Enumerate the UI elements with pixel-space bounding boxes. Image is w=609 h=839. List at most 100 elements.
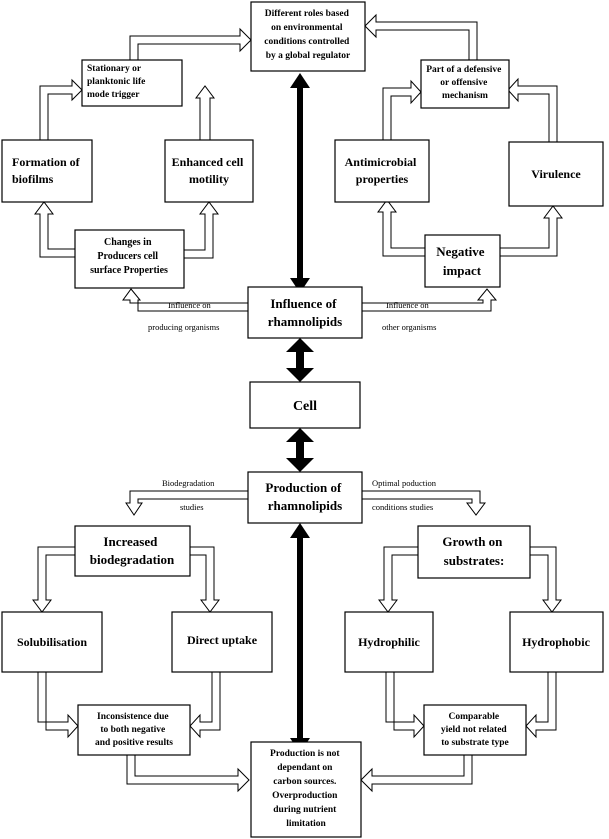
- box-notdependant-line-4: Overproduction: [272, 791, 338, 801]
- box-hydrophobic: Hydrophobic: [509, 611, 604, 673]
- svg-text:Part of a defensive or o: Part of a defensive or offensive mechani…: [426, 65, 504, 101]
- box-notdependant-line-2: dependant on: [277, 763, 333, 773]
- box-stationary: Stationary or planktonic life mode trigg…: [81, 59, 183, 107]
- arrow-increased-to-solubilisation: [32, 546, 76, 613]
- box-roles-line-1: Different roles based: [265, 9, 350, 19]
- annotation-conditions-studies: conditions studies: [372, 502, 433, 512]
- annotation-optimal-production: Optimal poduction: [372, 478, 437, 488]
- arrow-influence-to-negative: [361, 288, 498, 312]
- box-biofilms: Formation of biofilms: [1, 139, 93, 203]
- svg-text:Hydrophilic: Hydrophilic: [358, 635, 420, 649]
- annotation-other-organisms: other organisms: [382, 322, 436, 332]
- annotation-biodegradation: Biodegradation: [162, 478, 215, 488]
- box-negative-line-1: Negative: [436, 244, 485, 259]
- box-production-line-1: Production of: [265, 480, 342, 495]
- box-defensive-line-1: Part of a defensive: [426, 65, 501, 75]
- arrow-stationary-to-roles: [129, 27, 252, 61]
- box-increased: Increased biodegradation: [74, 525, 191, 577]
- box-negative-line-2: impact: [443, 263, 482, 278]
- box-roles-line-4: by a global regulator: [266, 51, 351, 61]
- arrow-changes-to-biofilms: [34, 201, 76, 258]
- box-direct-line-1: Direct uptake: [187, 633, 258, 647]
- box-changes-line-3: surface Properties: [90, 265, 168, 276]
- box-comparable-line-1: Comparable: [448, 712, 499, 722]
- svg-text:Antimicrobial properties: Antimicrobial properties: [345, 155, 420, 186]
- svg-text:Virulence: Virulence: [531, 167, 581, 181]
- arrow-virulence-to-defensive: [507, 77, 558, 143]
- black-double-arrow-influence-cell: [286, 338, 314, 382]
- box-motility: Enhanced cell motility: [164, 139, 254, 203]
- box-stationary-line-3: mode trigger: [87, 90, 140, 100]
- svg-text:Direct uptake: Direct uptake: [187, 633, 258, 647]
- arrow-influence-to-changes: [122, 288, 249, 312]
- annotation-influence-on-left: Influence on: [168, 300, 211, 310]
- box-stationary-line-1: Stationary or: [87, 64, 142, 74]
- box-production: Production of rhamnolipids: [247, 471, 363, 524]
- box-growth: Growth on substrates:: [417, 525, 531, 579]
- box-inconsistence-line-3: and positive results: [95, 738, 173, 748]
- svg-text:Comparable yield not rel: Comparable yield not related to substrat…: [441, 712, 509, 748]
- box-solubilisation: Solubilisation: [1, 611, 103, 673]
- svg-text:Growth on substrates:: Growth on substrates:: [442, 534, 505, 568]
- box-inconsistence-line-1: Inconsistence due: [97, 712, 169, 722]
- box-comparable-line-2: yield not related: [441, 725, 508, 735]
- box-defensive-line-3: mechanism: [442, 91, 488, 101]
- black-double-arrow-bottom: [290, 523, 310, 753]
- arrow-motility-to-stationary: [195, 85, 215, 141]
- arrow-changes-to-motility: [183, 201, 219, 259]
- annotation-studies: studies: [180, 502, 204, 512]
- box-direct: Direct uptake: [171, 611, 273, 673]
- box-solubilisation-line-1: Solubilisation: [17, 635, 87, 649]
- box-influence-line-2: rhamnolipids: [268, 314, 342, 329]
- box-antimicrobial-line-1: Antimicrobial: [345, 155, 417, 169]
- box-notdependant-line-5: during nutrient: [273, 805, 337, 815]
- box-defensive-line-2: or offensive: [440, 78, 487, 88]
- svg-text:Increased biodegradation: Increased biodegradation: [90, 534, 175, 567]
- arrow-hydrophobic-to-comparable: [525, 671, 557, 739]
- box-hydrophilic: Hydrophilic: [344, 611, 434, 673]
- box-influence-line-1: Influence of: [270, 296, 337, 311]
- arrow-negative-to-antimicrobial: [377, 199, 426, 257]
- box-comparable: Comparable yield not related to substrat…: [423, 704, 527, 756]
- arrow-solubilisation-to-inconsistence: [37, 671, 79, 739]
- arrow-comparable-to-notdependant: [360, 754, 473, 793]
- box-changes-line-2: Producers cell: [97, 251, 158, 262]
- arrow-biofilms-to-stationary: [39, 78, 83, 141]
- box-notdependant-line-1: Production is not: [270, 749, 340, 759]
- svg-text:Influence of rhamnolipid: Influence of rhamnolipids: [268, 296, 342, 329]
- box-antimicrobial-line-2: properties: [356, 172, 409, 186]
- arrow-defensive-to-roles: [364, 13, 478, 61]
- box-growth-line-1: Growth on: [442, 534, 503, 549]
- svg-text:Solubilisation: Solubilisation: [17, 635, 87, 649]
- box-cell-line-1: Cell: [293, 399, 317, 414]
- svg-text:Cell: Cell: [293, 399, 317, 414]
- box-growth-line-2: substrates:: [444, 553, 505, 568]
- box-roles: Different roles based on environmental c…: [250, 1, 366, 72]
- arrow-growth-to-hydrophobic: [529, 546, 562, 613]
- box-notdependant-line-6: limitation: [286, 819, 326, 829]
- box-biofilms-line-2: biofilms: [12, 172, 54, 186]
- arrow-direct-to-inconsistence: [189, 671, 221, 739]
- annotation-influence-on-right: Influence on: [386, 300, 429, 310]
- box-changes: Changes in Producers cell surface Proper…: [74, 229, 185, 289]
- svg-text:Changes in Producers cel: Changes in Producers cell surface Proper…: [90, 237, 168, 276]
- arrow-inconsistence-to-notdependant: [126, 754, 250, 793]
- box-roles-line-3: conditions controlled: [264, 37, 350, 47]
- box-virulence: Virulence: [508, 141, 604, 207]
- box-influence: Influence of rhamnolipids: [247, 286, 363, 339]
- arrow-antimicrobial-to-defensive: [382, 79, 422, 141]
- box-biofilms-line-1: Formation of: [12, 155, 81, 169]
- box-production-line-2: rhamnolipids: [268, 498, 342, 513]
- box-virulence-line-1: Virulence: [531, 167, 581, 181]
- box-notdependant: Production is not dependant on carbon so…: [250, 741, 362, 838]
- box-inconsistence: Inconsistence due to both negative and p…: [77, 704, 191, 756]
- svg-text:Enhanced cell motility: Enhanced cell motility: [172, 155, 247, 186]
- svg-text:Hydrophobic: Hydrophobic: [522, 635, 590, 649]
- arrow-increased-to-direct: [189, 546, 220, 613]
- svg-text:Production of rhamnolipi: Production of rhamnolipids: [265, 480, 344, 513]
- box-hydrophobic-line-1: Hydrophobic: [522, 635, 590, 649]
- box-notdependant-line-3: carbon sources.: [273, 777, 336, 787]
- box-increased-line-1: Increased: [103, 534, 158, 549]
- svg-text:Formation of biofilms: Formation of biofilms: [12, 155, 83, 186]
